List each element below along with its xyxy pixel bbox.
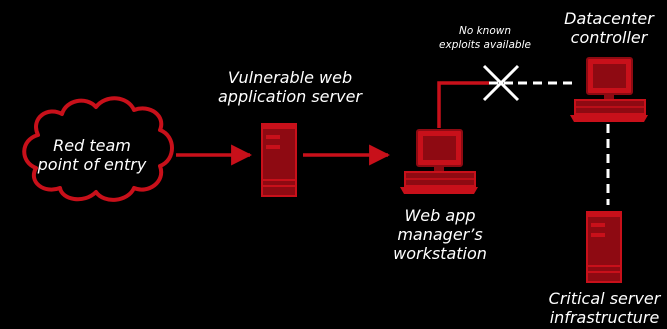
workstation-label-line: manager’s (397, 225, 483, 245)
web-server-label-line: application server (218, 87, 362, 107)
server-tower-icon (261, 123, 297, 197)
critical-label: Critical server infrastructure (542, 289, 667, 327)
workstation-label-line: Web app (404, 206, 476, 225)
entry-label-line: point of entry (37, 155, 147, 175)
workstation-label-line: workstation (393, 244, 487, 264)
blocked-label: No known exploits available (424, 24, 546, 52)
datacenter-label-line: Datacenter (564, 9, 654, 28)
x-mark-icon (482, 64, 520, 102)
server-tower-icon (586, 211, 622, 283)
link-workstation-to-datacenter (437, 81, 578, 128)
entry-label: Red team point of entry (26, 136, 158, 174)
desktop-computer-icon (400, 129, 478, 194)
desktop-computer-icon (570, 57, 648, 122)
datacenter-label-line: controller (570, 28, 648, 48)
blocked-label-line: exploits available (439, 39, 531, 52)
critical-label-line: infrastructure (549, 308, 660, 328)
datacenter-label: Datacenter controller (556, 9, 662, 47)
web-server-label: Vulnerable web application server (205, 68, 375, 106)
workstation-label: Web app manager’s workstation (385, 206, 495, 264)
critical-label-line: Critical server (548, 289, 661, 308)
cloud-icon (22, 96, 174, 202)
blocked-label-line: No known (458, 25, 512, 37)
web-server-label-line: Vulnerable web (227, 68, 353, 87)
entry-label-line: Red team (53, 136, 131, 155)
